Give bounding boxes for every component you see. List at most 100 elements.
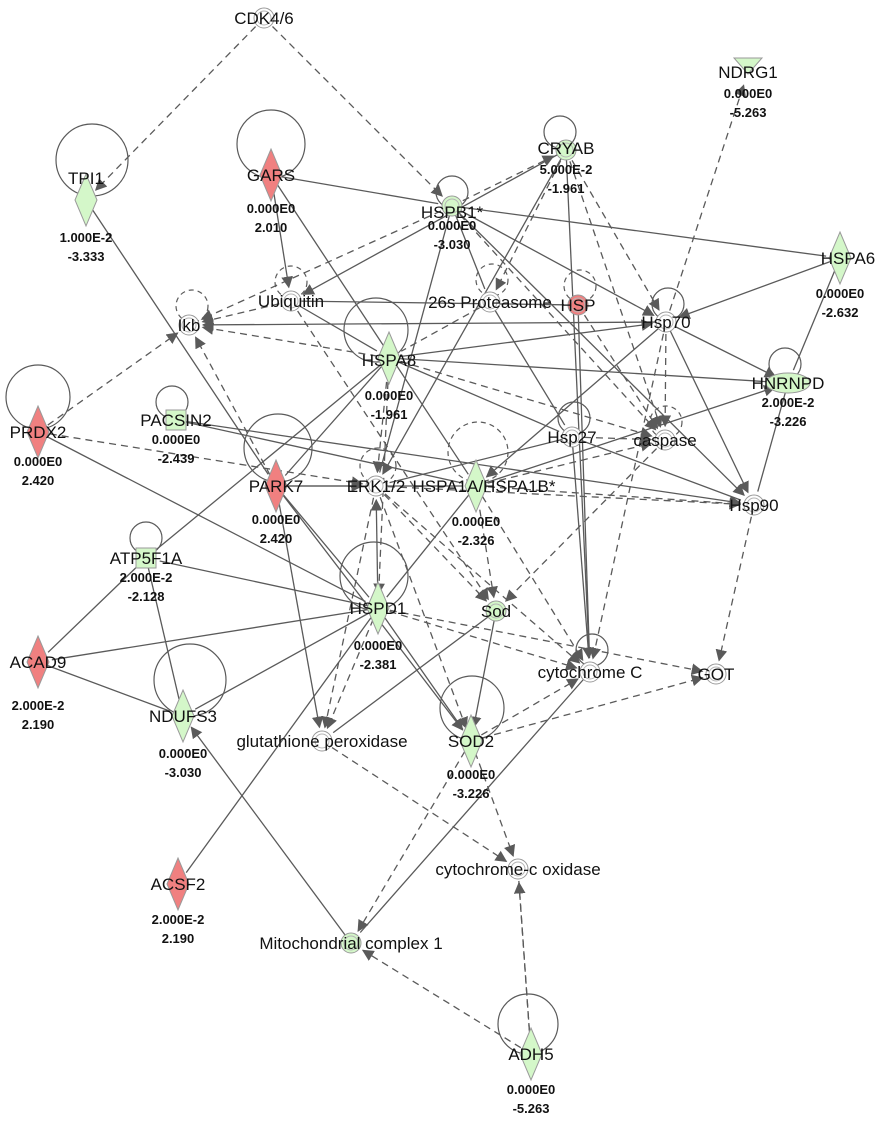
node-TPI1[interactable] [74,172,98,228]
node-PARK7[interactable] [264,458,288,514]
node-NDRG1[interactable] [732,57,764,75]
self-loop-caspase [649,405,683,439]
node-HSP[interactable] [567,294,589,316]
node-PACSIN2[interactable] [165,409,187,431]
node-shape-Sod [488,603,504,619]
node-P26S[interactable] [479,291,501,313]
node-HSPA6[interactable] [828,230,852,286]
node-value-NDUFS3-1: -3.030 [165,765,202,780]
node-Hsp27[interactable] [561,426,583,448]
node-value-ATP5F1A-0: 2.000E-2 [120,570,173,585]
node-ACSF2[interactable] [166,856,190,912]
edge-ERK12-Sod [375,485,488,602]
node-value-NDRG1-1: -5.263 [730,105,767,120]
node-cytoC[interactable] [579,661,601,683]
edge-CRYAB-Hsp70 [565,149,660,311]
node-shape-PARK7 [264,458,288,514]
edge-HSPA1A-cytoC [475,485,584,662]
node-label-Hsp27: Hsp27 [547,428,596,447]
node-value-TPI1-0: 1.000E-2 [60,230,113,245]
node-label-HSPA8: HSPA8 [362,351,417,370]
edge-PRDX2-ERK12 [37,431,364,488]
self-loop-P26S [475,263,509,297]
node-value-HSPB1-1: -3.030 [434,237,471,252]
node-ATP5F1A[interactable] [135,547,157,569]
node-label-HSPA6: HSPA6 [821,249,876,268]
node-shape-CRYAB [558,142,574,158]
node-HSPB1[interactable] [441,195,463,217]
node-PRDX2[interactable] [26,404,50,460]
node-ADH5[interactable] [519,1026,543,1082]
node-HNRNPD[interactable] [765,372,811,394]
node-NDUFS3[interactable] [171,688,195,744]
edge-GARS-HSPA1A [270,174,469,475]
edge-cytoC-MITO1 [359,671,591,933]
edge-SOD2-cytoC [470,678,579,742]
edge-HSPA8-caspase [388,357,653,439]
node-shape-HSPA6 [828,230,852,286]
node-MITO1[interactable] [340,932,362,954]
edge-GPX-CCOX [321,740,508,862]
node-value-ADH5-0: 0.000E0 [507,1082,555,1097]
node-GARS[interactable] [259,147,283,203]
node-value-PRDX2-0: 0.000E0 [14,454,62,469]
node-shape-PACSIN2 [165,409,187,431]
node-CDK46[interactable] [253,7,275,29]
node-label-PACSIN2: PACSIN2 [140,411,212,430]
node-Ubiquitin[interactable] [280,290,302,312]
node-ERK12[interactable] [365,475,387,497]
node-value-PACSIN2-0: 0.000E0 [152,432,200,447]
edge-SOD2-CCOX [470,740,516,857]
edge-HSPB1-ERK12 [379,205,453,473]
edge-HSPB1-Hsp90 [451,205,745,496]
node-caspase[interactable] [654,429,676,451]
edge-Hsp70-caspase [659,321,672,428]
node-Hsp90[interactable] [743,494,765,516]
node-shape-Hsp27 [564,429,580,445]
edge-HNRNPD-Hsp90 [757,382,789,492]
node-HSPA1A[interactable] [464,458,488,514]
node-ACAD9[interactable] [26,634,50,690]
node-shape-NDRG1 [732,57,764,75]
node-CCOX[interactable] [507,858,529,880]
edge-PARK7-HSPD1 [275,485,370,598]
node-Ikb[interactable] [178,314,200,336]
node-GPX[interactable] [311,730,333,752]
edge-Hsp90-GOT [715,504,755,662]
edge-PACSIN2-Hsp90 [175,419,742,508]
edge-CRYAB-P26S [495,149,567,291]
edge-HSPA8-Hsp70 [388,319,654,359]
node-value-HSPA1A-1: -2.326 [458,533,495,548]
node-SOD2[interactable] [459,713,483,769]
edge-HSPA6-HNRNPD [792,257,841,371]
node-shape-cytoC [582,664,598,680]
node-shape-HSP [570,297,586,313]
edge-PACSIN2-HSPA1A [175,419,463,484]
node-shape-ERK12 [368,478,384,494]
node-shape-SOD2 [459,713,483,769]
edge-Hsp27-cytoC [571,436,594,660]
node-Hsp70[interactable] [655,311,677,333]
edge-Hsp27-caspase [571,433,653,446]
node-HSPA8[interactable] [377,330,401,386]
node-value-CRYAB-0: 5.000E-2 [540,162,593,177]
node-label-PRDX2: PRDX2 [10,423,67,442]
node-shape-PRDX2 [26,404,50,460]
edge-SOD2-GOT [470,674,704,742]
node-Sod[interactable] [485,600,507,622]
node-label-TPI1: TPI1 [68,169,104,188]
node-shape-GARS [259,147,283,203]
node-GOT[interactable] [705,663,727,685]
node-HSPD1[interactable] [366,580,390,636]
self-loop-NDUFS3 [153,643,227,717]
self-loop-Ubiquitin [274,265,308,299]
node-value-TPI1-1: -3.333 [68,249,105,264]
node-value-NDRG1-0: 0.000E0 [724,86,772,101]
edge-ERK12-GPX [321,485,377,729]
node-label-ATP5F1A: ATP5F1A [110,549,183,568]
edge-caspase-Sod [505,439,666,602]
edge-PARK7-Ikb [195,336,277,487]
node-value-ATP5F1A-1: -2.128 [128,589,165,604]
node-value-SOD2-1: -3.226 [453,786,490,801]
node-CRYAB[interactable] [555,139,577,161]
